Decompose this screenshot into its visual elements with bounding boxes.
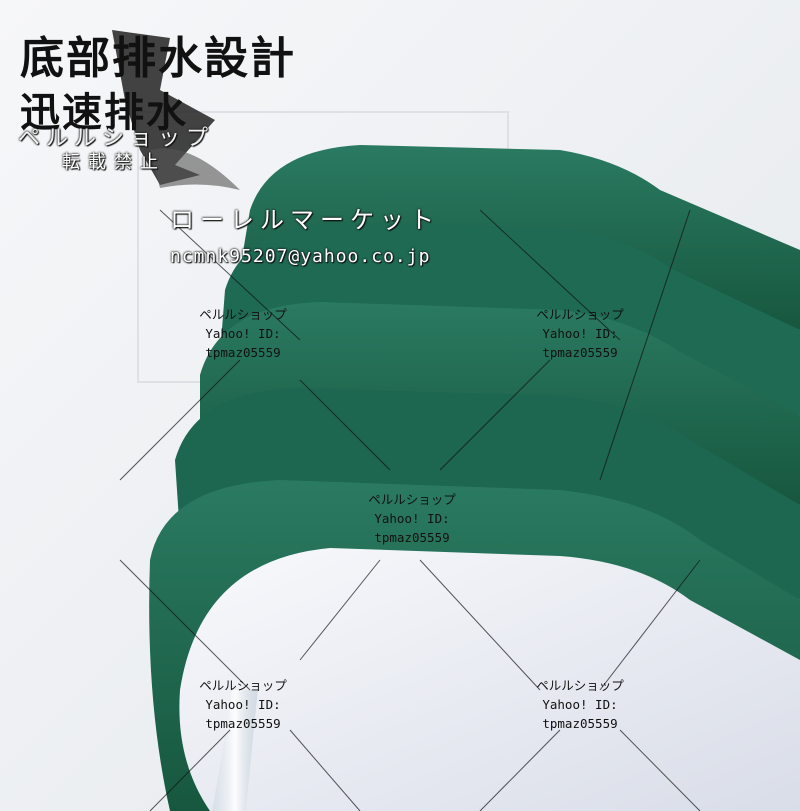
watermark-user: tpmaz05559 [542, 345, 618, 360]
watermark-id-label: Yahoo! ID: [542, 697, 618, 712]
shop-watermark: ペルルショップ Yahoo! ID: tpmaz05559 [153, 676, 333, 733]
soap-dish-tray [179, 548, 800, 811]
no-repost-watermark: 転載禁止 [62, 152, 166, 173]
watermark-id-label: Yahoo! ID: [205, 697, 281, 712]
watermark-user: tpmaz05559 [542, 716, 618, 731]
headline-line-2: 迅速排水 [20, 90, 188, 136]
water-stream [212, 690, 258, 811]
watermark-shop: ペルルショップ [199, 307, 287, 322]
market-watermark: ローレルマーケット [170, 206, 440, 234]
shop-watermark: ペルルショップ Yahoo! ID: tpmaz05559 [322, 490, 502, 547]
watermark-id-label: Yahoo! ID: [205, 326, 281, 341]
watermark-shop: ペルルショップ [536, 307, 624, 322]
watermark-user: tpmaz05559 [374, 530, 450, 545]
logo-mark [112, 30, 215, 185]
shop-watermark: ペルルショップ Yahoo! ID: tpmaz05559 [490, 676, 670, 733]
watermark-shop: ペルルショップ [199, 678, 287, 693]
watermark-user: tpmaz05559 [205, 345, 281, 360]
email-watermark: ncmnk95207@yahoo.co.jp [170, 246, 431, 267]
brand-watermark: ペルルショップ [18, 126, 215, 151]
shop-watermark: ペルルショップ Yahoo! ID: tpmaz05559 [153, 305, 333, 362]
headline-line-1: 底部排水設計 [20, 33, 296, 84]
watermark-shop: ペルルショップ [368, 492, 456, 507]
watermark-id-label: Yahoo! ID: [374, 511, 450, 526]
soap-dish-rib [220, 222, 800, 415]
shop-watermark: ペルルショップ Yahoo! ID: tpmaz05559 [490, 305, 670, 362]
watermark-shop: ペルルショップ [536, 678, 624, 693]
watermark-id-label: Yahoo! ID: [542, 326, 618, 341]
watermark-user: tpmaz05559 [205, 716, 281, 731]
logo-mark [150, 148, 240, 190]
